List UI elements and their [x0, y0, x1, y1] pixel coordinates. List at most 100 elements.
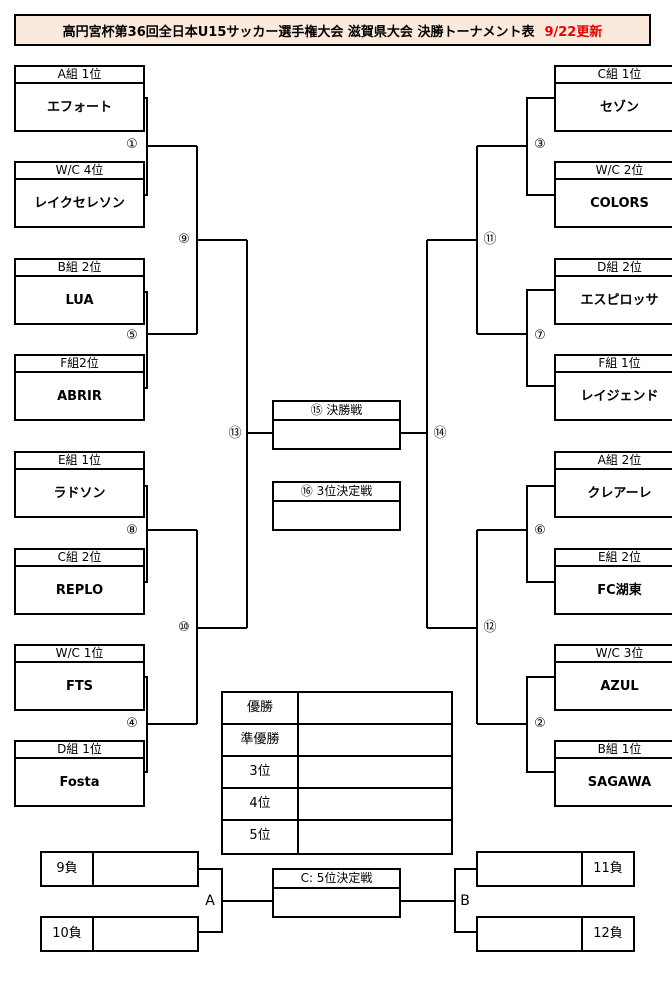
team-card: E組 2位 FC湖東	[554, 548, 672, 615]
result-value	[299, 821, 451, 853]
match-label-4: ④	[126, 716, 138, 731]
result-label: 優勝	[223, 693, 299, 723]
fifth-group-b-label: B	[460, 893, 470, 909]
table-row: 5位	[223, 821, 451, 853]
team-name: FC湖東	[597, 583, 642, 598]
bracket-line-m1	[145, 97, 197, 196]
team-card: F組 1位 レイジェンド	[554, 354, 672, 421]
match-label-14: ⑭	[433, 426, 447, 441]
bracket-line-m5	[145, 291, 197, 389]
final-box: ⑮ 決勝戦	[272, 400, 401, 450]
result-label: 3位	[223, 757, 299, 787]
team-name: ラドソン	[53, 486, 106, 501]
match-label-5: ⑤	[126, 328, 138, 343]
result-value	[299, 757, 451, 787]
slot-value	[94, 853, 197, 885]
slot-value	[94, 918, 197, 950]
table-row: 4位	[223, 789, 451, 821]
team-card: W/C 1位 FTS	[14, 644, 145, 711]
third-place-box: ⑯ 3位決定戦	[272, 481, 401, 531]
team-seed: A組 2位	[556, 453, 672, 470]
match-label-10: ⑩	[178, 620, 190, 635]
match-label-1: ①	[126, 137, 138, 152]
team-card: W/C 3位 AZUL	[554, 644, 672, 711]
bracket-line-m10	[196, 530, 247, 724]
team-card: B組 2位 LUA	[14, 258, 145, 325]
match-label-7: ⑦	[534, 328, 546, 343]
bracket-line-m7	[477, 289, 554, 387]
table-row: 3位	[223, 757, 451, 789]
bracket-line-fifth-b	[400, 868, 477, 933]
team-seed: A組 1位	[16, 67, 143, 84]
team-seed: E組 2位	[556, 550, 672, 567]
bracket-line-m4	[145, 676, 197, 773]
fifth-place-slot: 11負	[476, 851, 635, 887]
table-row: 優勝	[223, 693, 451, 725]
team-name: LUA	[65, 293, 94, 308]
bracket-line-m3	[477, 97, 554, 196]
team-name: ABRIR	[57, 389, 102, 404]
team-seed: B組 2位	[16, 260, 143, 277]
team-seed: W/C 1位	[16, 646, 143, 663]
slot-value	[478, 853, 581, 885]
result-value	[299, 693, 451, 723]
match-label-12: ⑫	[483, 620, 497, 635]
team-seed: D組 1位	[16, 742, 143, 759]
bracket-line-m8	[145, 485, 197, 583]
team-seed: F組 1位	[556, 356, 672, 373]
results-table: 優勝 準優勝 3位 4位 5位	[221, 691, 453, 855]
team-name: レイジェンド	[580, 389, 659, 404]
slot-label: 11負	[581, 853, 633, 885]
fifth-place-slot: 12負	[476, 916, 635, 952]
team-name: セゾン	[599, 100, 639, 115]
team-name: エスピロッサ	[580, 293, 659, 308]
bracket-line-m9	[196, 146, 247, 334]
match-label-13: ⑬	[228, 426, 242, 441]
result-value	[299, 789, 451, 819]
team-name: FTS	[65, 679, 94, 694]
result-label: 準優勝	[223, 725, 299, 755]
result-label: 5位	[223, 821, 299, 853]
title-text: 高円宮杯第36回全日本U15サッカー選手権大会 滋賀県大会 決勝トーナメント表	[62, 24, 535, 40]
bracket-line-m11	[427, 146, 478, 334]
slot-label: 12負	[581, 918, 633, 950]
team-seed: F組2位	[16, 356, 143, 373]
team-name: Fosta	[59, 775, 100, 790]
match-label-3: ③	[534, 137, 546, 152]
team-card: D組 1位 Fosta	[14, 740, 145, 807]
team-seed: B組 1位	[556, 742, 672, 759]
team-name: SAGAWA	[587, 775, 652, 790]
match-label-6: ⑥	[534, 523, 546, 538]
team-name: COLORS	[590, 196, 649, 211]
bracket-line-m14	[400, 240, 428, 628]
team-seed: W/C 3位	[556, 646, 672, 663]
team-seed: E組 1位	[16, 453, 143, 470]
team-card: E組 1位 ラドソン	[14, 451, 145, 518]
team-name: エフォート	[46, 100, 112, 115]
fifth-place-label: C: 5位決定戦	[274, 870, 399, 889]
team-card: A組 1位 エフォート	[14, 65, 145, 132]
team-card: A組 2位 クレアーレ	[554, 451, 672, 518]
team-seed: W/C 4位	[16, 163, 143, 180]
fifth-place-slot: 10負	[40, 916, 199, 952]
team-card: F組2位 ABRIR	[14, 354, 145, 421]
fifth-place-slot: 9負	[40, 851, 199, 887]
table-row: 準優勝	[223, 725, 451, 757]
team-card: D組 2位 エスピロッサ	[554, 258, 672, 325]
match-label-9: ⑨	[178, 232, 190, 247]
bracket-line-fifth-a	[198, 868, 274, 933]
team-seed: C組 2位	[16, 550, 143, 567]
match-label-8: ⑧	[126, 523, 138, 538]
result-value	[299, 725, 451, 755]
fifth-group-a-label: A	[205, 893, 215, 909]
bracket-line-m12	[427, 530, 478, 724]
update-date: 9/22更新	[544, 24, 603, 40]
result-label: 4位	[223, 789, 299, 819]
third-place-label: ⑯ 3位決定戦	[274, 483, 399, 502]
team-card: C組 1位 セゾン	[554, 65, 672, 132]
team-seed: C組 1位	[556, 67, 672, 84]
team-card: C組 2位 REPLO	[14, 548, 145, 615]
team-card: W/C 4位 レイクセレソン	[14, 161, 145, 228]
bracket-line-m6	[477, 485, 554, 583]
